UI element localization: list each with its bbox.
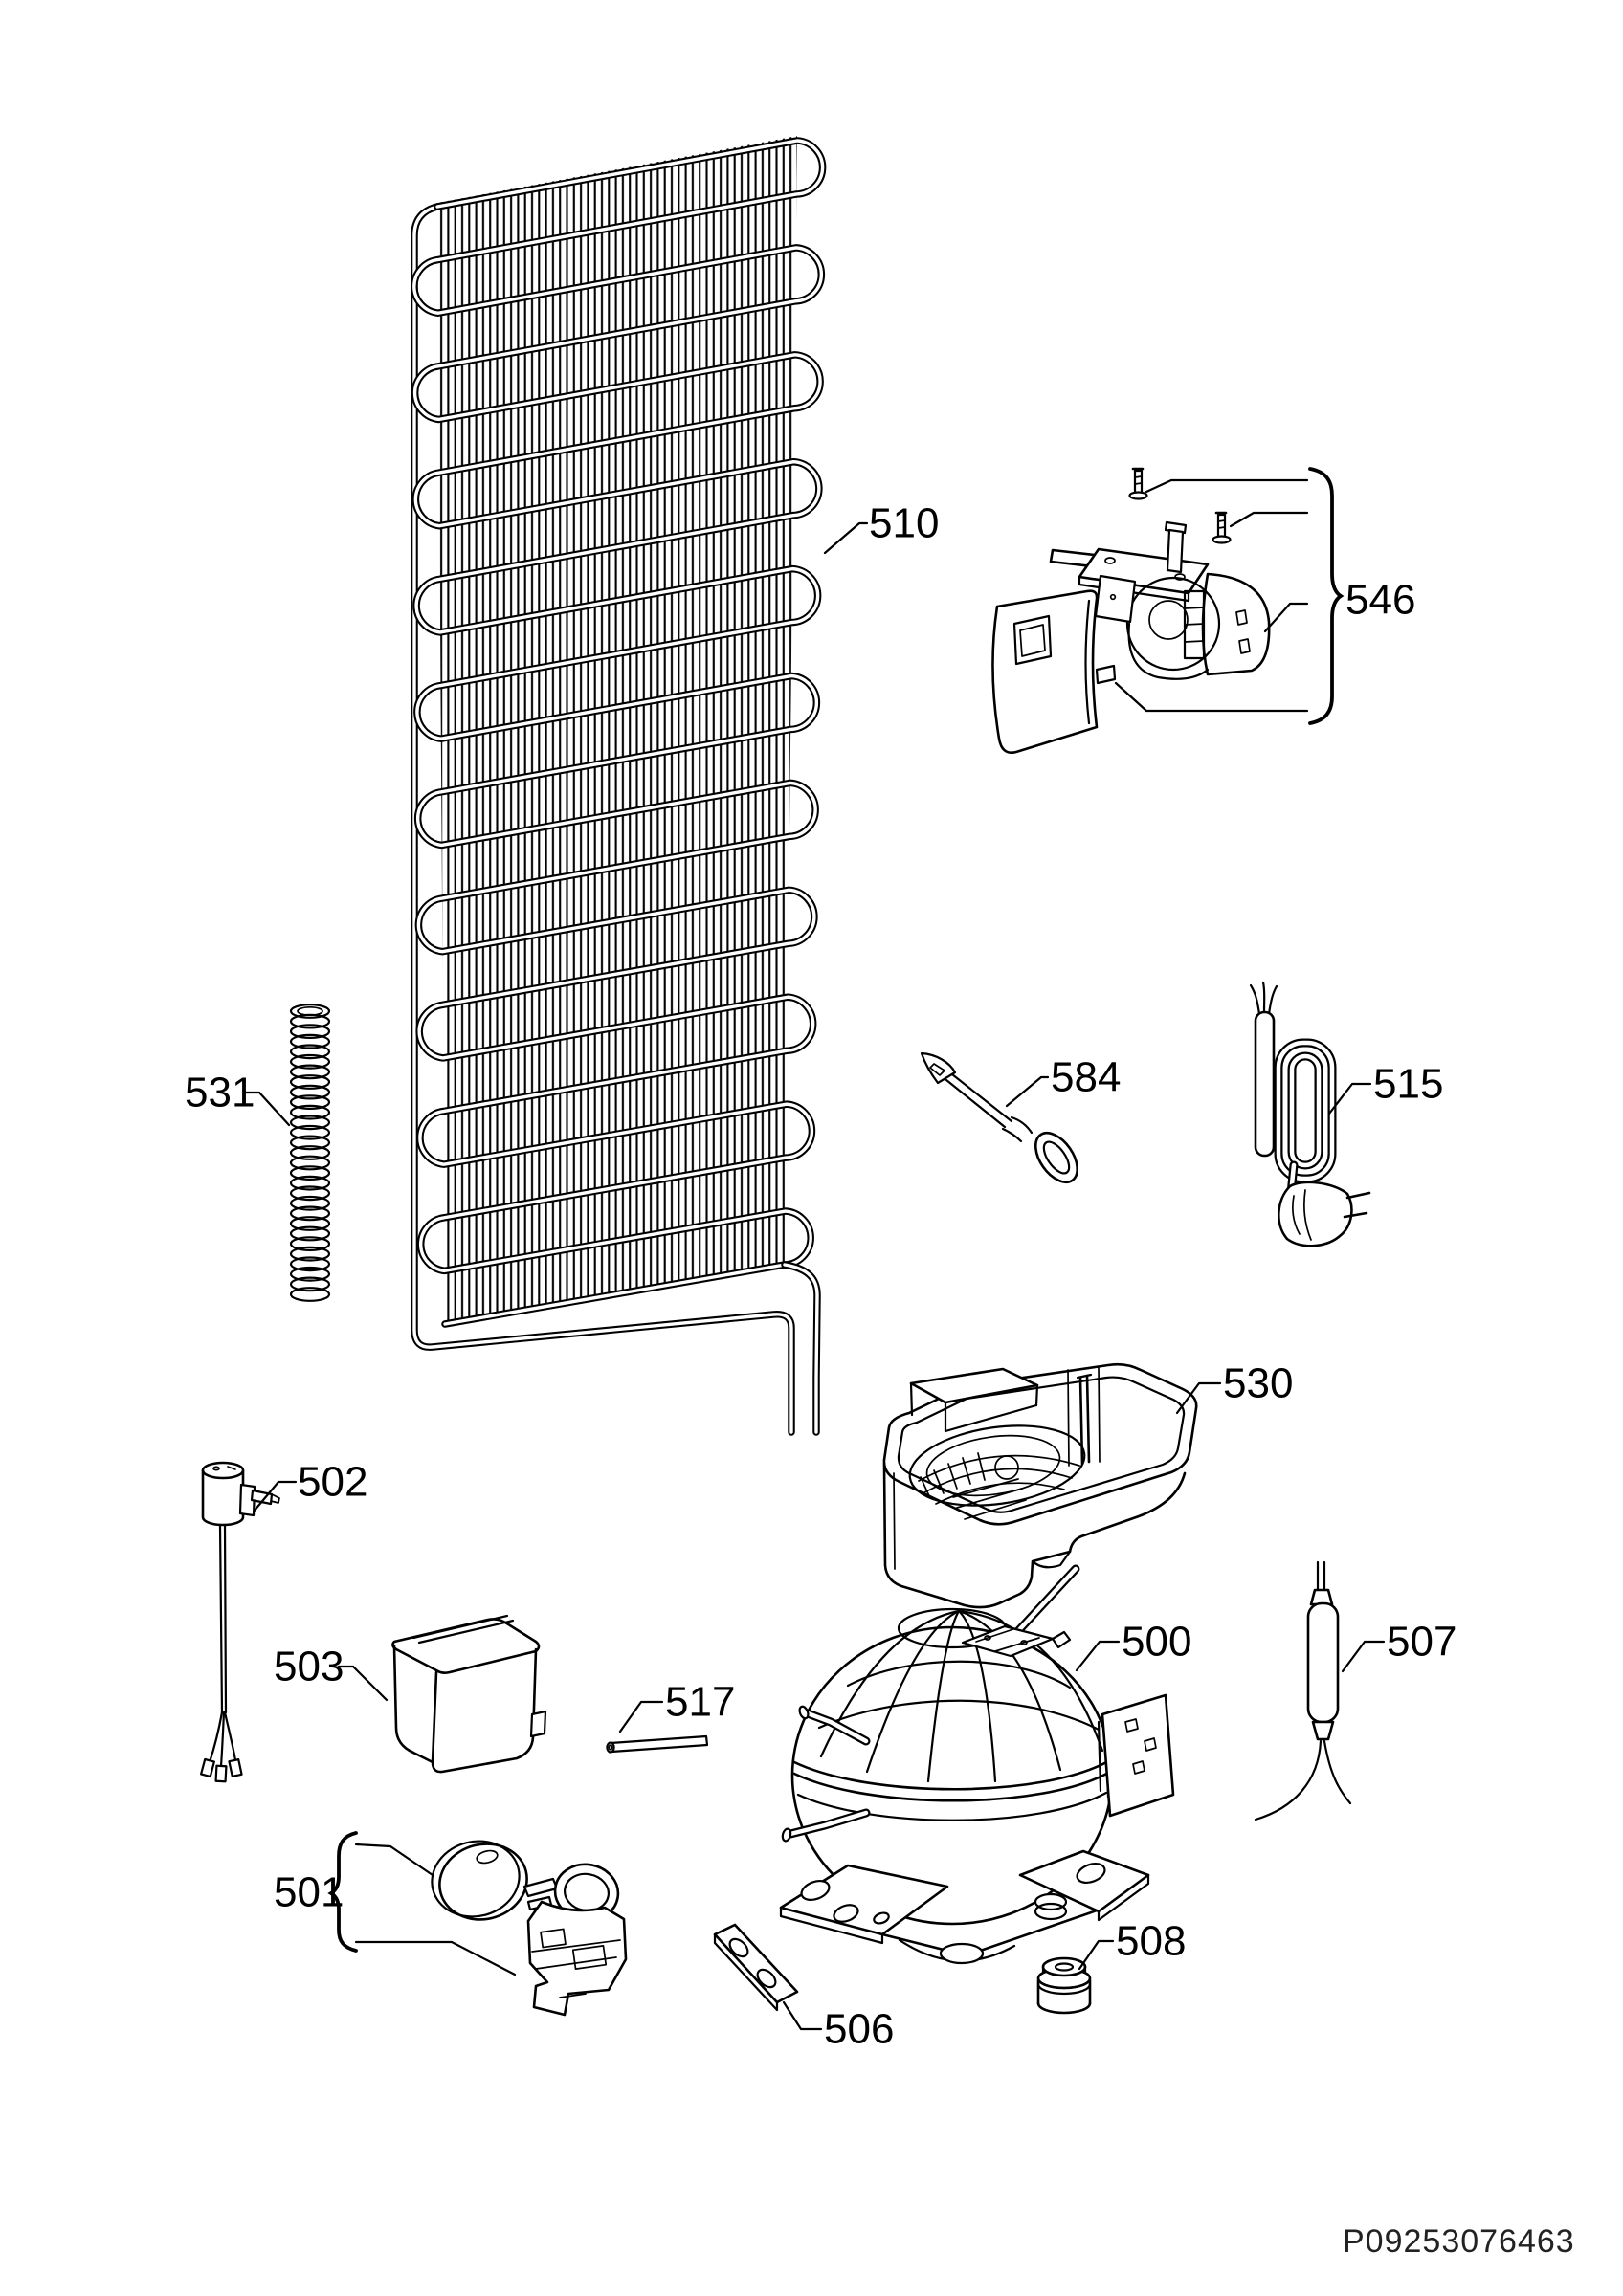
plate-506: 506 [713, 1923, 894, 2053]
spiral-coil-turn [289, 1256, 331, 1272]
leader-line [337, 1665, 389, 1702]
brace-546 [1308, 467, 1345, 725]
leader-line [1341, 1640, 1386, 1673]
spiral-coil-turn [289, 1216, 331, 1231]
spiral-coil-turn [289, 1276, 331, 1292]
relay-cover [991, 589, 1117, 754]
spiral-coil-turn [289, 1064, 331, 1080]
spiral-coil-turn [289, 1124, 331, 1140]
relay-holder-bracket [526, 1863, 628, 2017]
screw-icon [1212, 511, 1232, 544]
leader-line [252, 1480, 298, 1513]
spiral-coil-turn [289, 1094, 331, 1110]
brace-501 [327, 1831, 358, 1953]
callout-503: 503 [274, 1644, 344, 1690]
spiral-coil-turn [289, 1024, 331, 1039]
start-relay-body [1094, 572, 1271, 680]
spiral-coil-turn [289, 1145, 331, 1160]
callout-517: 517 [665, 1679, 735, 1726]
drawing-part-number: P09253076463 [1343, 2223, 1575, 2260]
tool-584: 584 [920, 1051, 1121, 1183]
callout-531: 531 [185, 1070, 255, 1116]
compressor-base-plate [779, 1849, 1150, 1965]
compressor-500: 500 [779, 1564, 1191, 1965]
condenser-outlet-tube [412, 205, 793, 1434]
spiral-coil-turn [289, 1165, 331, 1181]
spiral-coil-turn [289, 1175, 331, 1191]
callout-500: 500 [1122, 1619, 1191, 1666]
thermostat-502: 502 [199, 1459, 367, 1783]
condenser-510 [411, 136, 827, 1436]
spiral-coil-turn [289, 1033, 331, 1049]
spiral-hose-531 [289, 1004, 331, 1302]
leader-line [1263, 602, 1309, 633]
relay-mounting-plate [1049, 520, 1210, 603]
spiral-coil-turn [289, 1155, 331, 1171]
spiral-coil-turn [289, 1135, 331, 1151]
callout-group-531: 531 [185, 1070, 291, 1127]
callout-508: 508 [1116, 1918, 1186, 1965]
cover-box-503: 503 [274, 1614, 547, 1774]
compressor-connector-plate [1097, 1693, 1175, 1818]
leader-line [354, 1940, 517, 1976]
compressor-tubes [781, 1705, 871, 1843]
leader-line [618, 1700, 664, 1733]
filter-drier-507: 507 [1254, 1560, 1456, 1821]
spiral-coil-turn [289, 1225, 331, 1242]
leader-line [1229, 511, 1309, 528]
starter-kit-501: 501 [274, 1831, 628, 2017]
spiral-coil-turn [289, 1185, 331, 1202]
leader-line [1145, 478, 1309, 494]
callout-530: 530 [1223, 1360, 1293, 1407]
drain-pan-530: 530 [882, 1360, 1293, 1609]
spiral-coil-turn [289, 1205, 331, 1222]
spiral-coil-turn [289, 1287, 331, 1302]
tube-517: 517 [606, 1679, 735, 1754]
leader-line [1075, 1640, 1121, 1672]
grommet-508: 508 [1036, 1918, 1186, 2015]
spiral-coil-turn [289, 1195, 331, 1211]
spiral-coil-turn [289, 1236, 331, 1251]
screw-icon [1128, 467, 1148, 500]
callout-515: 515 [1373, 1061, 1443, 1108]
leader-line [823, 521, 869, 555]
leader-line [1327, 1082, 1372, 1115]
spiral-coil-turn [289, 1104, 331, 1120]
spiral-coil-turn [289, 1266, 331, 1282]
spiral-coil-opening [297, 1005, 323, 1017]
pan-rod [1067, 1367, 1101, 1467]
callout-502: 502 [298, 1459, 367, 1506]
callout-584: 584 [1051, 1054, 1121, 1101]
spiral-coil-turn [289, 1084, 331, 1100]
callout-group-510: 510 [823, 500, 939, 555]
condenser-serpentine-tube [412, 139, 825, 1326]
callout-546: 546 [1345, 577, 1415, 624]
leader-line [1078, 1939, 1115, 1971]
starting-device-assembly-546: 546 [991, 467, 1415, 754]
leader-line [1005, 1075, 1050, 1108]
callout-507: 507 [1387, 1619, 1456, 1666]
pan-mesh [908, 1424, 1086, 1520]
leader-line [782, 2000, 823, 2031]
spiral-coil-turn [289, 1053, 331, 1070]
leader-line [243, 1091, 291, 1127]
spiral-coil-turn [289, 1044, 331, 1060]
callout-506: 506 [824, 2006, 894, 2053]
heater-515: 515 [1249, 981, 1443, 1247]
condenser-outlet-tube [783, 1263, 819, 1434]
leader-line [354, 1843, 434, 1877]
spiral-coil-turn [289, 1074, 331, 1090]
spiral-coil-turn [289, 1115, 331, 1131]
spiral-coil-turn [289, 1246, 331, 1262]
callout-510: 510 [869, 500, 939, 547]
spiral-coil-turn [289, 1004, 331, 1019]
leader-line [1175, 1381, 1222, 1415]
compressor-clamp [961, 1624, 1072, 1658]
condenser-wire-grid [437, 136, 797, 1324]
leader-line [1114, 681, 1309, 713]
